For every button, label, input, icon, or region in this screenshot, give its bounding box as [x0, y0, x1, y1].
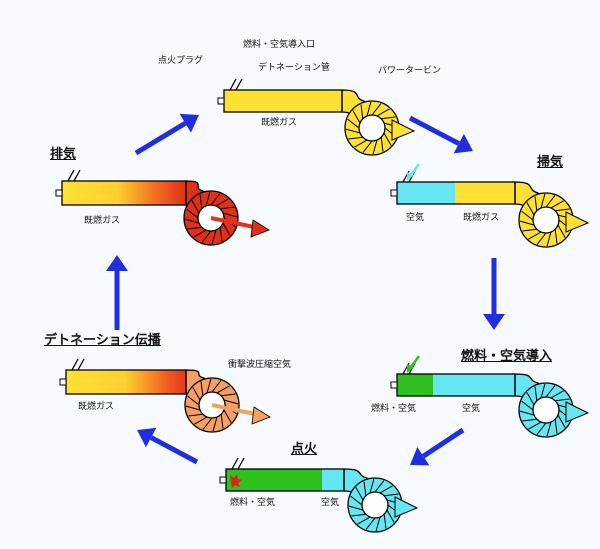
label-air-intro: 空気: [462, 404, 481, 414]
stage-title-scavenge: 掃気: [537, 155, 564, 170]
stage-top-inlet-b: [235, 78, 243, 91]
stage-ignition-section-0: [226, 469, 322, 491]
stage-top-nozzle: [391, 119, 416, 141]
label-detonation-tube: デトネーション管: [258, 63, 330, 73]
stage-exhaust-flow-arrow: [210, 216, 260, 230]
label-shock-compressed-air: 衝撃波圧縮空気: [228, 360, 292, 370]
stage-scavenge-nozzle: [565, 211, 590, 233]
stage-detonation-inlet-a: [71, 358, 79, 371]
stage-top-spark-plug: [217, 97, 225, 105]
cycle-arrow-detonation-to-exhaust: [106, 255, 128, 330]
stage-fuel-air-intro-section-1: [433, 374, 515, 396]
stage-ignition-turbine: [347, 477, 403, 533]
stage-ignition: [219, 457, 419, 533]
label-burned-gas-top: 既燃ガス: [261, 118, 298, 128]
label-burned-gas-exhaust: 既燃ガス: [84, 216, 121, 226]
cycle-arrow-scavenge-to-fuel: [483, 258, 505, 330]
stage-exhaust-flow-arrowhead: [250, 219, 270, 238]
stage-fuel-air-intro-turbine: [518, 382, 574, 438]
label-burned-gas-scavenge: 既燃ガス: [463, 213, 500, 223]
label-power-turbine: パワータービン: [378, 66, 442, 76]
stage-fuel-air-intro-spark-plug: [390, 381, 398, 389]
stage-ignition-inlet-b: [237, 457, 245, 470]
label-spark-plug: 点火プラグ: [158, 56, 204, 66]
stage-top: [217, 78, 416, 156]
stage-top-turbine: [344, 100, 400, 156]
stage-fuel-air-intro: [390, 355, 590, 438]
stage-ignition-spark-plug: [219, 476, 227, 484]
stage-detonation: [59, 358, 271, 433]
cycle-arrows: [106, 113, 505, 466]
stage-detonation-inlet-b: [77, 358, 85, 371]
cycle-arrow-exhaust-to-top: [134, 113, 199, 156]
stage-detonation-flow-arrowhead: [251, 406, 271, 425]
stage-title-detonation-propagation: デトネーション伝播: [44, 333, 161, 348]
stage-scavenge-section-0: [397, 182, 455, 204]
stage-scavenge-turbine: [518, 192, 574, 248]
stage-exhaust-section-0: [62, 181, 186, 205]
cycle-arrow-fuel-to-ignition: [410, 427, 465, 466]
stage-ignition-section-1: [322, 469, 344, 491]
stage-ignition-spark: [230, 474, 242, 488]
stage-scavenge-section-1: [455, 182, 515, 204]
cycle-arrow-top-to-scavenge: [408, 115, 473, 154]
label-fuel-air-intro: 燃料・空気: [371, 404, 417, 414]
stage-title-exhaust: 排気: [50, 147, 77, 162]
stage-fuel-air-intro-nozzle: [565, 401, 590, 423]
label-burned-gas-detonation: 既燃ガス: [78, 402, 115, 412]
stage-exhaust: [55, 169, 270, 246]
cycle-arrow-ignition-to-detonation: [137, 427, 199, 465]
label-air-scavenge: 空気: [406, 213, 425, 223]
stage-scavenge-injector-head: [407, 172, 414, 181]
label-air-ignition: 空気: [321, 498, 340, 508]
stage-exhaust-inlet-b: [73, 169, 81, 182]
stage-fuel-air-intro-injector-head: [407, 364, 414, 373]
stage-exhaust-inlet-a: [67, 169, 75, 182]
stage-scavenge-spark-plug: [390, 189, 398, 197]
stage-title-fuel-air-intro: 燃料・空気導入: [461, 349, 553, 364]
detonation-tube-stages: [55, 78, 590, 533]
stage-fuel-air-intro-section-0: [397, 374, 433, 396]
stage-detonation-spark-plug: [59, 378, 67, 386]
stage-ignition-inlet-a: [231, 457, 239, 470]
stage-top-section-0: [224, 90, 342, 112]
stage-scavenge: [390, 163, 590, 248]
stage-detonation-flow-arrow: [211, 403, 261, 417]
stage-ignition-nozzle: [394, 496, 419, 518]
stage-top-inlet-a: [229, 78, 237, 91]
stage-title-ignition: 点火: [291, 442, 318, 457]
stage-detonation-section-0: [66, 370, 186, 394]
stage-exhaust-spark-plug: [55, 189, 63, 197]
label-fuel-air-ignition: 燃料・空気: [230, 498, 276, 508]
label-fuel-air-inlet: 燃料・空気導入口: [243, 40, 316, 50]
